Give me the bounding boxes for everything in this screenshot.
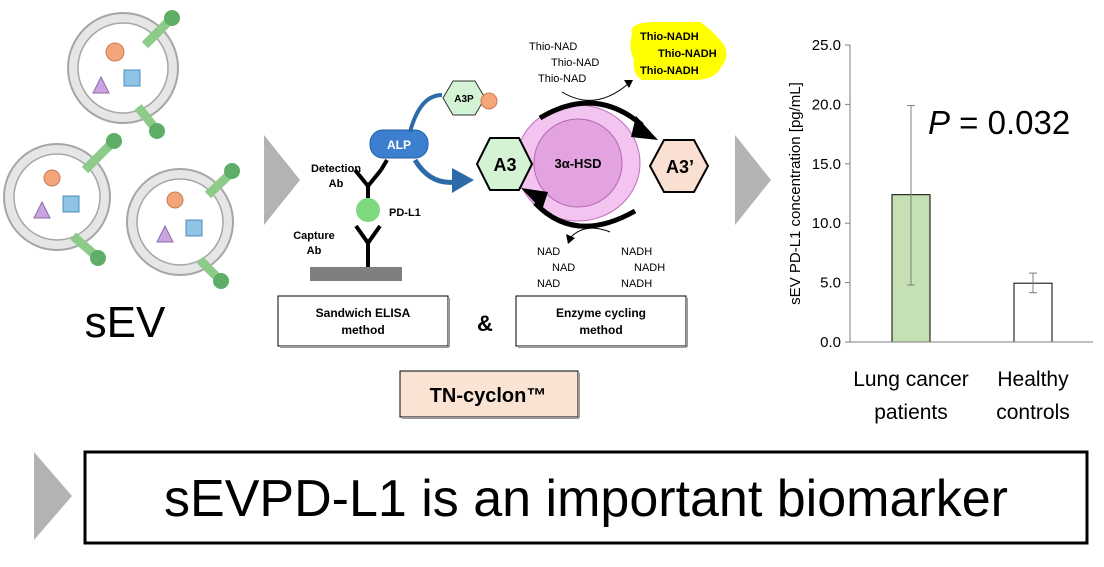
y-tick-label: 25.0	[812, 37, 841, 54]
nad-3: NAD	[537, 278, 560, 290]
chevron-arrow-icon	[735, 135, 771, 225]
purple-triangle-icon	[33, 200, 51, 219]
thio-nadh-2: Thio-NADH	[658, 48, 717, 60]
sandwich-elisa-box: Sandwich ELISA method	[277, 295, 450, 348]
conclusion-text: sEVPD-L1 is an important biomarker	[164, 470, 1008, 528]
elisa-box-label-1: Sandwich ELISA	[316, 306, 411, 320]
alp-to-a3-arrow	[408, 93, 443, 133]
y-axis-label: sEV PD-L1 concentration [pg/mL]	[787, 82, 804, 305]
thio-nad-2: Thio-NAD	[551, 57, 599, 69]
a3-prime-label: A3’	[666, 157, 694, 177]
enzyme-label: 3α-HSD	[555, 156, 602, 171]
sandwich-elisa-diagram: ALP A3P Detection Ab PD-L1 Capture Ab	[293, 80, 498, 281]
thio-nadh-highlight	[630, 22, 727, 80]
cycling-box-label-1: Enzyme cycling	[556, 306, 646, 320]
conclusion-box: sEVPD-L1 is an important biomarker	[83, 450, 1089, 545]
y-tick-label: 10.0	[812, 215, 841, 232]
orange-circle-icon	[43, 169, 61, 187]
enzyme-cycling-diagram: 3α-HSD A3 A3’ Thio-NAD Thio-NAD Thio-NAD…	[475, 22, 727, 290]
y-tick-label: 0.0	[820, 334, 841, 351]
detection-ab-label-2: Ab	[329, 178, 344, 190]
x-category-label: controls	[996, 401, 1070, 424]
bar-chart: sEV PD-L1 concentration [pg/mL] 0.0 5.0 10…	[787, 37, 1093, 424]
nadh-2: NADH	[634, 262, 665, 274]
vesicle-right	[126, 163, 240, 289]
capture-ab-label-2: Ab	[307, 245, 322, 257]
blue-square-icon	[62, 195, 80, 213]
plate-surface	[310, 267, 402, 281]
blue-square-icon	[185, 219, 203, 237]
phosphate-circle	[480, 92, 498, 110]
tn-cyclon-box: TN-cyclon™	[399, 370, 580, 419]
enzyme-core	[533, 118, 623, 208]
p-value-annotation: P = 0.032	[928, 104, 1070, 141]
sev-label: sEV	[85, 298, 166, 347]
nadh-1: NADH	[621, 246, 652, 258]
purple-triangle-icon	[156, 224, 174, 243]
enzyme-cycling-box: Enzyme cycling method	[515, 295, 688, 348]
y-tick-label: 5.0	[820, 275, 841, 292]
a3-label: A3	[493, 155, 516, 175]
x-category-label: Lung cancer	[853, 368, 969, 391]
detection-ab-label-1: Detection	[311, 163, 361, 175]
nad-2: NAD	[552, 262, 575, 274]
pd-l1-circle	[356, 198, 380, 222]
y-tick-label: 20.0	[812, 96, 841, 113]
a3p-label: A3P	[454, 94, 474, 105]
thio-nad-3: Thio-NAD	[538, 73, 586, 85]
tn-cyclon-label: TN-cyclon™	[430, 385, 547, 407]
nad-1: NAD	[537, 246, 560, 258]
orange-circle-icon	[105, 42, 125, 62]
chevron-arrow-icon	[264, 135, 300, 225]
elisa-box-label-2: method	[341, 323, 384, 337]
thio-nad-1: Thio-NAD	[529, 41, 577, 53]
nadh-3: NADH	[621, 278, 652, 290]
thio-nadh-3: Thio-NADH	[640, 65, 699, 77]
vesicle-top	[67, 10, 180, 139]
chevron-arrow-icon	[34, 452, 72, 540]
cycling-box-label-2: method	[579, 323, 622, 337]
capture-ab-label-1: Capture	[293, 230, 335, 242]
alp-label: ALP	[387, 138, 411, 152]
a3-prime-hexagon	[648, 139, 710, 193]
vesicle-left	[3, 133, 122, 266]
y-tick-label: 15.0	[812, 156, 841, 173]
cycle-arrow-top	[538, 100, 644, 127]
x-category-label: Healthy	[997, 368, 1069, 391]
cycle-arrow-bottom	[533, 201, 637, 229]
ampersand: &	[477, 311, 493, 336]
orange-circle-icon	[166, 191, 184, 209]
thio-nadh-1: Thio-NADH	[640, 31, 699, 43]
purple-triangle-icon	[92, 75, 110, 94]
blue-square-icon	[123, 69, 141, 87]
a3-hexagon	[475, 137, 534, 191]
alp-badge	[369, 129, 429, 159]
pd-l1-label: PD-L1	[389, 207, 421, 219]
x-category-label: patients	[874, 401, 948, 424]
